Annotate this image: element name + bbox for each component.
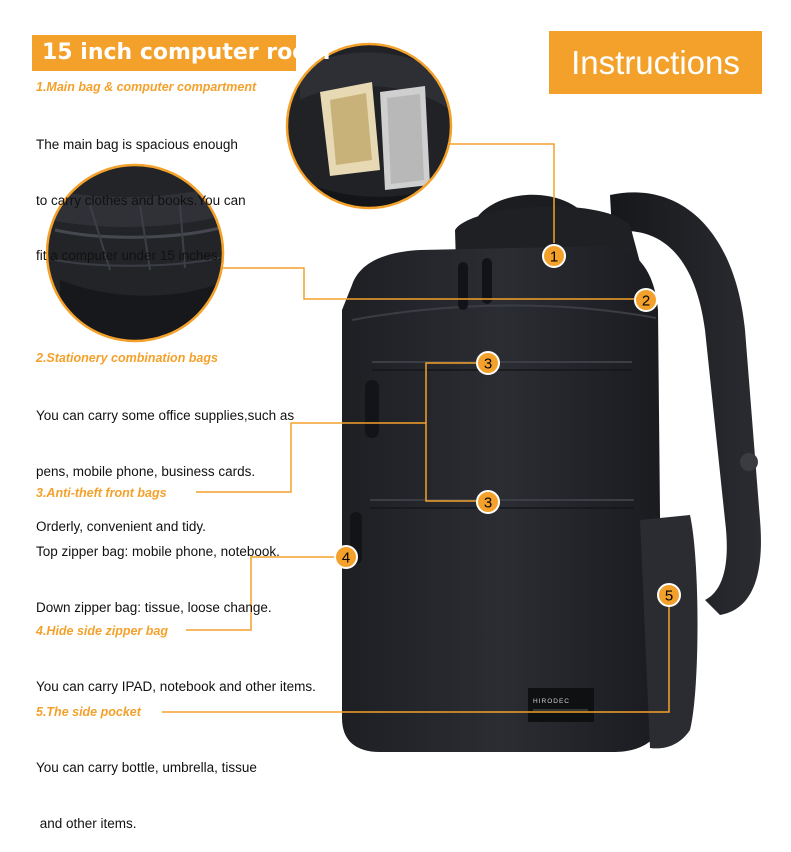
strap-buckle	[740, 453, 758, 471]
feature-1-line: The main bag is spacious enough	[36, 137, 238, 152]
feature-5-heading: 5.The side pocket	[36, 705, 141, 719]
marker-3-top: 3	[476, 351, 500, 375]
number-markers: 1 2 3 3 4 5	[334, 244, 681, 607]
feature-4-line: You can carry IPAD, notebook and other i…	[36, 679, 316, 694]
feature-3-description: Top zipper bag: mobile phone, notebook. …	[36, 506, 280, 636]
detail-stationery	[45, 163, 225, 343]
feature-2-heading: 2.Stationery combination bags	[36, 351, 218, 365]
brand-label	[528, 688, 594, 722]
instructions-banner: Instructions	[549, 31, 762, 94]
svg-text:3: 3	[484, 495, 492, 512]
marker-4: 4	[334, 545, 358, 569]
svg-text:2: 2	[642, 293, 650, 310]
feature-3-line: Top zipper bag: mobile phone, notebook.	[36, 544, 280, 559]
feature-3-line: Down zipper bag: tissue, loose change.	[36, 599, 272, 615]
backpack: HIRODEC	[342, 192, 761, 752]
feature-1-line: fit a computer under 15 inches.	[36, 248, 222, 263]
marker-1: 1	[542, 244, 566, 268]
feature-1-heading: 1.Main bag & computer compartment	[36, 80, 257, 94]
feature-5-line: You can carry bottle, umbrella, tissue	[36, 760, 257, 775]
feature-1-description: The main bag is spacious enough to carry…	[36, 99, 246, 284]
feature-1-line: to carry clothes and books.You can	[36, 192, 246, 208]
marker-2: 2	[634, 288, 658, 312]
feature-3-heading: 3.Anti-theft front bags	[36, 486, 167, 500]
feature-5-line: and other items.	[36, 815, 137, 831]
svg-text:5: 5	[665, 588, 673, 605]
svg-text:1: 1	[550, 249, 558, 266]
product-illustration: HIRODEC	[45, 42, 761, 752]
detail-main-compartment	[285, 42, 453, 210]
marker-3-bottom: 3	[476, 490, 500, 514]
feature-2-line: You can carry some office supplies,such …	[36, 408, 295, 423]
marker-5: 5	[657, 583, 681, 607]
top-handle	[470, 194, 590, 240]
feature-2-line: pens, mobile phone, business cards.	[36, 463, 256, 479]
feature-2-description: You can carry some office supplies,such …	[36, 370, 294, 555]
brand-text: HIRODEC	[533, 698, 570, 705]
feature-4-heading: 4.Hide side zipper bag	[36, 624, 168, 638]
feature-5-description: You can carry bottle, umbrella, tissue a…	[36, 722, 257, 852]
svg-text:4: 4	[342, 550, 350, 567]
page-title-banner: 15 inch computer room	[32, 35, 330, 71]
callout-lines	[162, 143, 670, 713]
shoulder-strap	[610, 192, 761, 616]
feature-2-line: Orderly, convenient and tidy.	[36, 519, 206, 534]
svg-text:3: 3	[484, 356, 492, 373]
feature-4-description: You can carry IPAD, notebook and other i…	[36, 641, 316, 715]
